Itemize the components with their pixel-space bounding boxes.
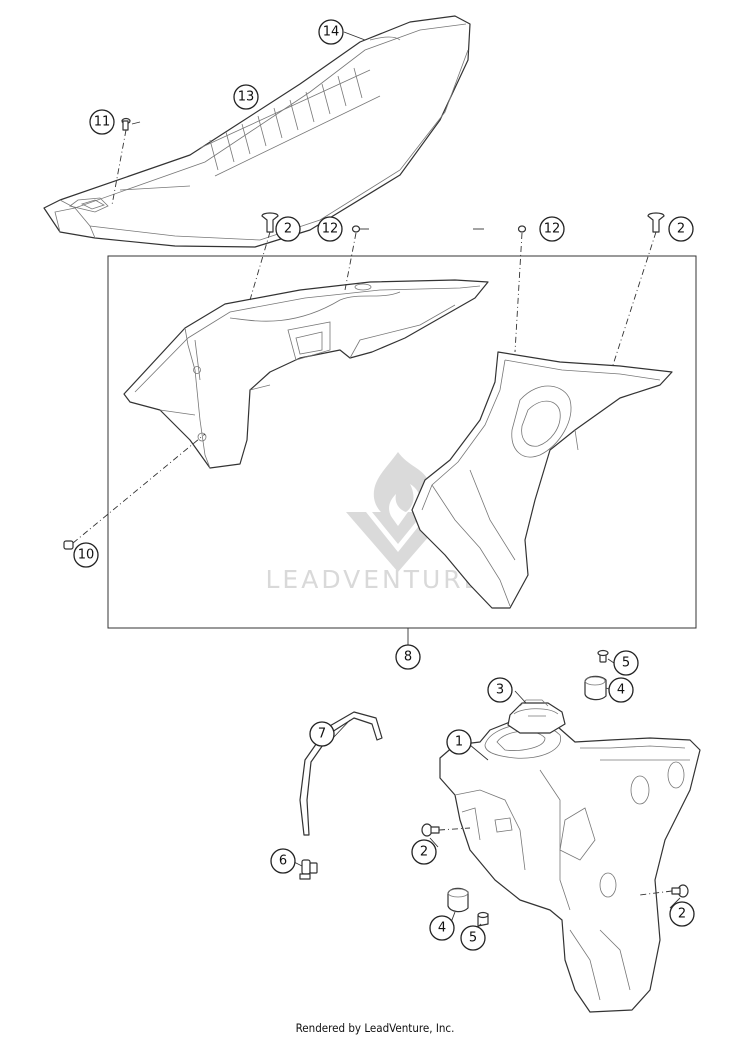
screw-bottom-drawing — [477, 911, 489, 927]
svg-text:2: 2 — [678, 907, 686, 922]
callout-4-bottom: 4 — [429, 915, 455, 941]
svg-text:10: 10 — [78, 548, 95, 563]
fuel-cap-drawing — [507, 699, 566, 734]
svg-text:1: 1 — [455, 735, 463, 750]
spoiler-hardware-drawing — [63, 117, 665, 550]
clip-left-drawing — [421, 823, 440, 837]
callout-14: 14 — [318, 19, 344, 45]
left-spoiler-drawing — [123, 279, 489, 469]
svg-text:12: 12 — [544, 222, 561, 237]
callout-6: 6 — [270, 848, 296, 874]
svg-text:12: 12 — [322, 222, 339, 237]
svg-text:13: 13 — [238, 90, 255, 105]
svg-text:2: 2 — [677, 222, 685, 237]
callout-10: 10 — [73, 542, 99, 568]
clip-right-drawing — [671, 884, 689, 898]
render-credit-caption: Rendered by LeadVenture, Inc. — [295, 1021, 455, 1035]
callout-5-bottom: 5 — [460, 925, 486, 951]
watermark-text: LEADVENTURE — [266, 565, 483, 594]
fuel-tank-drawing — [439, 717, 701, 1013]
callout-2-tank-left: 2 — [411, 839, 437, 865]
callout-13: 13 — [233, 84, 259, 110]
rubber-bushing-top-drawing — [584, 675, 607, 701]
svg-text:11: 11 — [94, 115, 111, 130]
callout-1: 1 — [446, 729, 472, 755]
screw-top-drawing — [597, 649, 609, 663]
right-spoiler-drawing — [411, 351, 673, 609]
callout-5-top: 5 — [613, 650, 639, 676]
svg-text:3: 3 — [496, 683, 504, 698]
svg-text:2: 2 — [420, 845, 428, 860]
callout-12-right: 12 — [539, 216, 565, 242]
callout-3: 3 — [487, 677, 513, 703]
svg-text:4: 4 — [438, 921, 446, 936]
svg-text:4: 4 — [617, 683, 625, 698]
callout-2-tank-right: 2 — [669, 901, 695, 927]
callout-11: 11 — [89, 109, 115, 135]
callout-7: 7 — [309, 721, 335, 747]
svg-text:6: 6 — [279, 854, 287, 869]
svg-text:8: 8 — [404, 650, 412, 665]
callout-2-right: 2 — [668, 216, 694, 242]
svg-text:7: 7 — [318, 727, 326, 742]
svg-text:14: 14 — [323, 25, 340, 40]
svg-text:5: 5 — [622, 656, 630, 671]
callout-8: 8 — [395, 644, 421, 670]
valve-drawing — [299, 859, 318, 880]
rubber-bushing-bottom-drawing — [447, 887, 469, 913]
callout-12-left: 12 — [317, 216, 343, 242]
callout-2-left: 2 — [275, 216, 301, 242]
callout-4-top: 4 — [608, 677, 634, 703]
svg-text:2: 2 — [284, 222, 292, 237]
svg-text:5: 5 — [469, 931, 477, 946]
spoiler-set-frame — [107, 255, 697, 629]
